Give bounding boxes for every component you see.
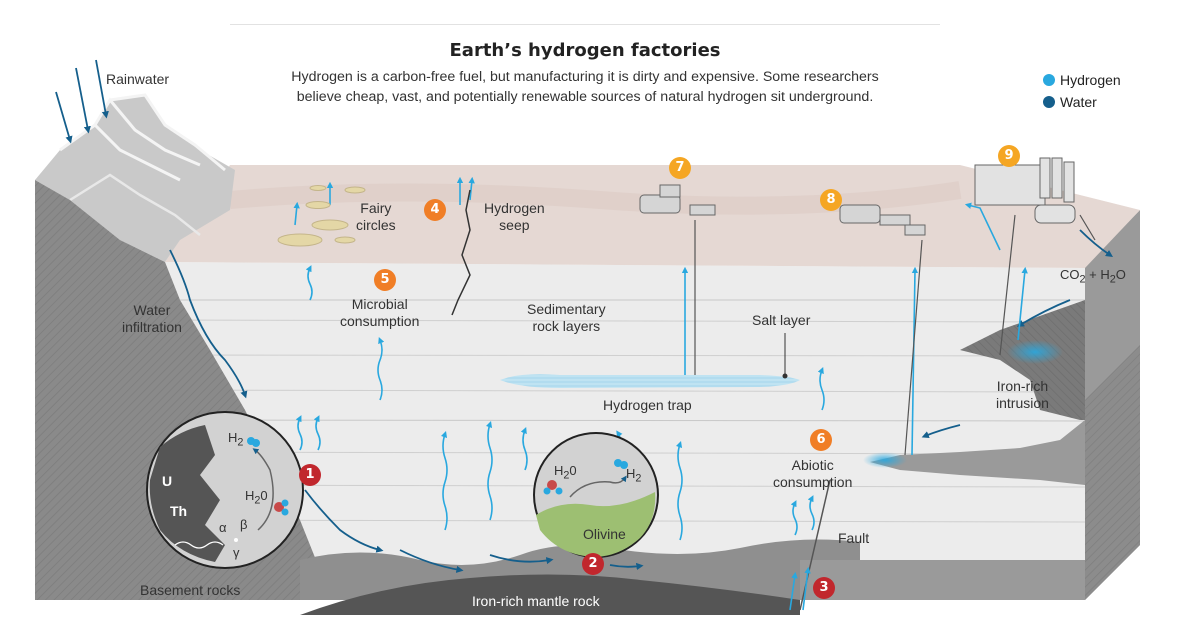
symbol-h2-circle2: H2 [626,466,641,485]
label-line: seep [499,217,530,233]
badge-6: 6 [810,429,832,451]
badge-5: 5 [374,269,396,291]
subtitle-line-1: Hydrogen is a carbon-free fuel, but manu… [291,69,879,85]
label-co2-h2o: CO2 + H2O [1060,266,1126,289]
well-7 [639,184,716,375]
label-line: Fairy [360,200,392,216]
symbol-beta: β [240,517,248,532]
label-hydrogen-seep: Hydrogen seep [484,200,545,234]
legend-label: Water [1060,94,1097,110]
label-part: O [1115,267,1126,282]
label-line: Water [133,302,171,318]
symbol-thorium: Th [170,503,188,519]
label-line: intrusion [996,395,1049,411]
label-part: 2 [1109,273,1116,286]
label-fault: Fault [838,530,870,546]
label-line: infiltration [122,319,182,335]
label-mantle-rock: Iron-rich mantle rock [472,593,600,609]
label-line: rock layers [532,318,601,334]
page-subtitle: Hydrogen is a carbon-free fuel, but manu… [230,67,940,107]
symbol-part: H [245,488,255,503]
mantle-rock [300,574,800,615]
header-rule [230,24,940,25]
label-salt-layer: Salt layer [752,312,811,328]
seep-crack [451,189,471,316]
label-line: Iron-rich [996,378,1049,394]
label-hydrogen-trap: Hydrogen trap [603,397,692,413]
legend-label: Hydrogen [1060,72,1121,88]
label-fairy-circles: Fairy circles [356,200,396,234]
symbol-alpha: α [219,520,227,535]
label-basement-rocks: Basement rocks [140,582,241,598]
label-line: Hydrogen [484,200,545,216]
label-microbial-consumption: Microbial consumption [340,296,419,330]
label-line: Microbial [351,296,408,312]
subtitle-line-2: believe cheap, vast, and potentially ren… [296,89,874,105]
fairy-circles [277,185,366,247]
label-part: + H [1085,267,1110,282]
label-line: Sedimentary [527,301,606,317]
badge-8: 8 [820,189,842,211]
label-rainwater: Rainwater [106,71,170,87]
label-line: circles [356,217,396,233]
label-water-infiltration: Water infiltration [122,302,182,336]
symbol-part: H [626,466,636,481]
symbol-part: 2 [635,472,642,485]
circle-radiolysis [146,411,304,569]
legend-item-water: Water [1043,91,1121,113]
symbol-part: H [554,463,564,478]
page-title: Earth’s hydrogen factories [449,40,721,61]
legend: Hydrogen Water [1043,69,1121,113]
badge-7: 7 [669,157,691,179]
symbol-part: 2 [254,494,261,507]
symbol-gamma: γ [233,545,240,560]
symbol-part: H [228,430,238,445]
water-arrows [55,59,1113,573]
well-8 [839,204,926,456]
hydrogen-arrows [293,176,1028,611]
symbol-part: 2 [563,469,570,482]
sediment-front-face [165,262,1085,600]
symbol-h2-circle1: H2 [228,430,243,449]
badge-1: 1 [299,464,321,486]
hydrogen-trap [500,374,800,388]
label-part: 2 [1079,273,1086,286]
plant-9 [974,157,1096,356]
basement-rock-left [35,180,165,600]
legend-item-hydrogen: Hydrogen [1043,69,1121,91]
symbol-part: 2 [237,436,244,449]
label-part: CO [1060,267,1080,282]
label-olivine: Olivine [583,526,626,542]
badge-3: 3 [813,577,835,599]
label-abiotic-consumption: Abiotic consumption [773,457,852,491]
hydrogen-dot-icon [1043,74,1055,86]
label-line: consumption [340,313,420,329]
symbol-h2o-circle1: H20 [245,488,268,507]
badge-2: 2 [582,553,604,575]
symbol-h2o-circle2: H20 [554,463,577,482]
water-dot-icon [1043,96,1055,108]
label-iron-intrusion: Iron-rich intrusion [996,378,1049,412]
label-sedimentary-rock: Sedimentary rock layers [527,301,606,335]
symbol-uranium: U [162,473,173,489]
symbol-part: 0 [260,488,268,503]
mountains [35,95,235,262]
label-line: consumption [773,474,853,490]
badge-9: 9 [998,145,1020,167]
symbol-part: 0 [569,463,577,478]
label-line: Abiotic [791,457,834,473]
badge-4: 4 [424,199,446,221]
